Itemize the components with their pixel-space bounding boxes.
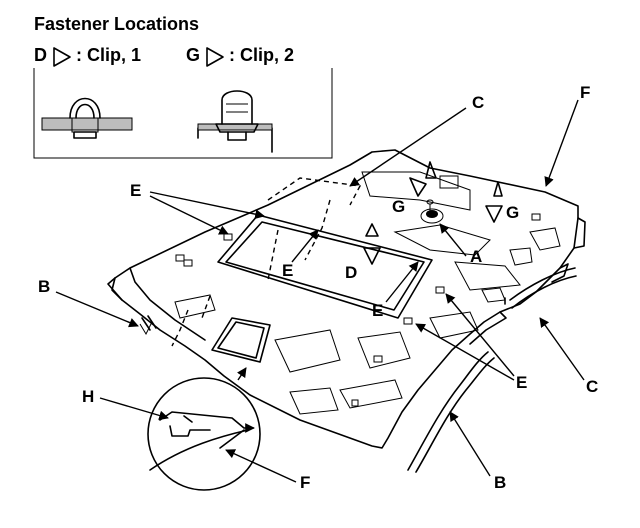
g-triangle-left-icon: [409, 177, 427, 197]
callout-e-mid: E: [282, 261, 293, 280]
clip-d-icon: [365, 223, 379, 237]
figure-title: Fastener Locations: [34, 14, 199, 34]
clip-g-upper-icon: [425, 161, 437, 179]
clip-g-right-icon: [493, 181, 503, 197]
callout-d: D: [345, 263, 357, 282]
clip-1-drawing-icon: [41, 97, 133, 139]
callout-e-lower: E: [372, 301, 383, 320]
callout-c-top: C: [472, 93, 484, 112]
trim-piece-b-right: [407, 351, 495, 473]
callout-b-bottom: B: [494, 473, 506, 492]
callout-a: A: [470, 247, 482, 266]
callout-e-right: E: [516, 373, 527, 392]
callout-h: H: [82, 387, 94, 406]
trim-piece-c-right: [504, 267, 577, 309]
callout-f-top: F: [580, 83, 590, 102]
trim-piece-b-left: [139, 315, 157, 336]
callout-b-left: B: [38, 277, 50, 296]
legend-clip-1: D : Clip, 1: [34, 45, 141, 67]
callout-c-right: C: [586, 377, 598, 396]
callout-g-right: G: [506, 203, 519, 222]
callout-e-left: E: [130, 181, 141, 200]
legend-g-text: : Clip, 2: [229, 45, 294, 65]
headliner-panel: [107, 149, 586, 449]
clip-1-triangle-icon: [53, 47, 71, 67]
g-triangle-right-icon: [485, 205, 503, 223]
callout-g-left: G: [392, 197, 405, 216]
legend-clip-2: G : Clip, 2: [186, 45, 294, 67]
legend-g-letter: G: [186, 45, 200, 65]
callout-f-bottom: F: [300, 473, 310, 492]
legend-d-letter: D: [34, 45, 47, 65]
clip-2-triangle-icon: [206, 47, 224, 67]
legend-d-text: : Clip, 1: [76, 45, 141, 65]
d-triangle-icon: [363, 247, 381, 265]
detail-circle: [147, 367, 261, 491]
clip-2-drawing-icon: [197, 90, 273, 153]
legend-frame: [33, 68, 333, 159]
